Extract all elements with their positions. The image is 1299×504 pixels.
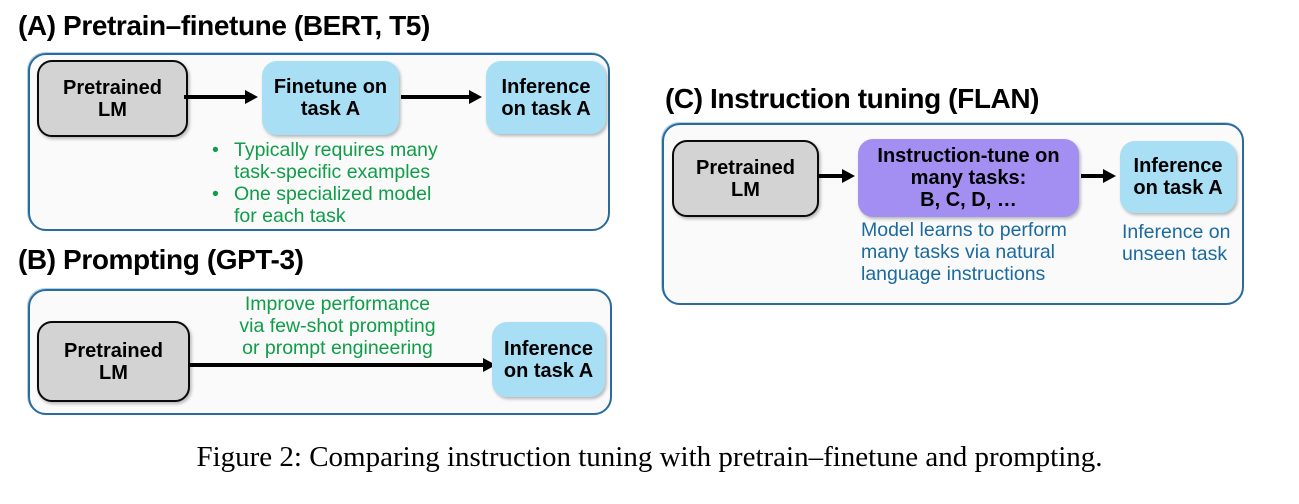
figure-caption: Figure 2: Comparing instruction tuning w… bbox=[196, 441, 1103, 473]
panel-c-model-note: Model learns to perform many tasks via n… bbox=[861, 219, 1067, 285]
bullet-item: One specialized model for each task bbox=[212, 183, 502, 227]
panel-b-title: (B) Prompting (GPT-3) bbox=[18, 244, 304, 275]
panel-b-inference-box: Inference on task A bbox=[492, 322, 605, 397]
panel-a-title: (A) Pretrain–finetune (BERT, T5) bbox=[18, 10, 430, 41]
panel-a-pretrained-lm-box: Pretrained LM bbox=[37, 60, 188, 137]
flow-arrow bbox=[184, 90, 258, 104]
bullet-text: Typically requires many task-specific ex… bbox=[234, 139, 438, 183]
bullet-text: One specialized model for each task bbox=[234, 183, 432, 227]
panel-c-title: (C) Instruction tuning (FLAN) bbox=[665, 83, 1040, 114]
panel-c-inference-box: Inference on task A bbox=[1120, 141, 1236, 213]
panel-b-pretrained-lm-box: Pretrained LM bbox=[37, 321, 190, 402]
panel-c-instruction-tune-box: Instruction-tune on many tasks: B, C, D,… bbox=[858, 139, 1079, 217]
panel-a-finetune-box: Finetune on task A bbox=[262, 61, 399, 135]
flow-arrow bbox=[1081, 169, 1116, 183]
bullet-item: Typically requires many task-specific ex… bbox=[212, 139, 502, 183]
flow-arrow bbox=[401, 90, 482, 104]
panel-a-bullet-list: Typically requires many task-specific ex… bbox=[212, 139, 502, 227]
flow-arrow bbox=[188, 358, 496, 372]
panel-c-pretrained-lm-box: Pretrained LM bbox=[672, 140, 819, 217]
panel-a-inference-box: Inference on task A bbox=[486, 61, 606, 134]
panel-c-inference-note: Inference on unseen task bbox=[1122, 221, 1231, 265]
panel-b-prompting-note: Improve performance via few-shot prompti… bbox=[239, 293, 436, 359]
flow-arrow bbox=[817, 169, 855, 183]
